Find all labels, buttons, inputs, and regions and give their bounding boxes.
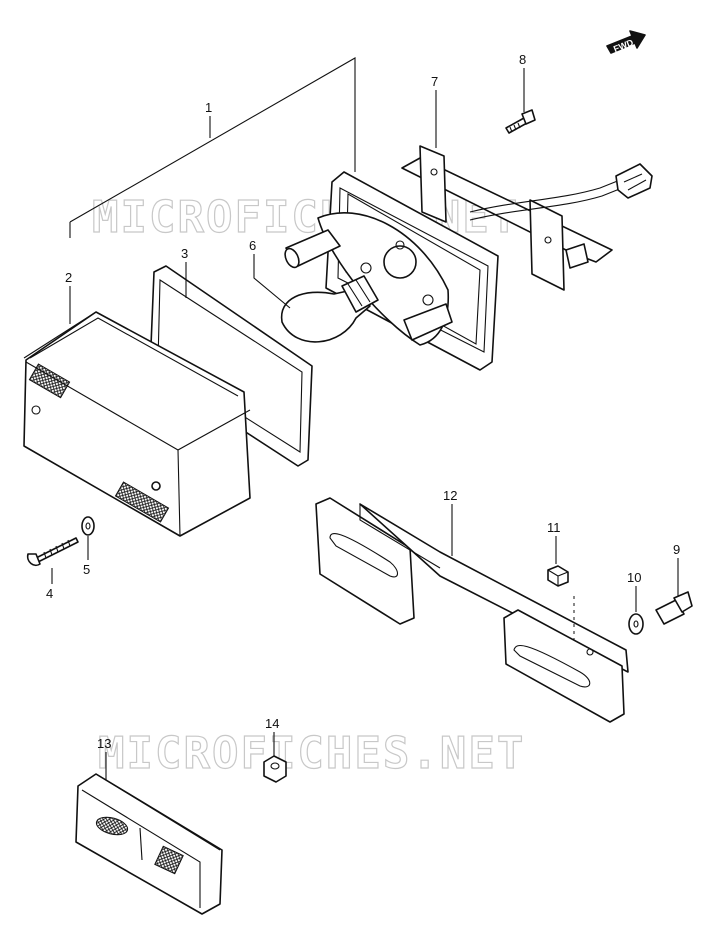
callout-11: 11 — [547, 520, 561, 535]
bolt-9-icon — [655, 591, 693, 625]
license-bracket-12 — [315, 497, 629, 723]
bulb-icon — [280, 275, 379, 343]
lamp-base-housing — [317, 171, 499, 371]
nut-11-icon — [547, 565, 569, 587]
watermark-bottom: MICROFICHES.NET — [98, 728, 525, 779]
tail-lens-2 — [23, 311, 251, 537]
callout-1: 1 — [205, 100, 212, 115]
bulb-socket-bottom — [403, 303, 453, 341]
callout-10: 10 — [627, 570, 641, 585]
wiring-connector — [469, 163, 653, 221]
washer-10-icon — [628, 613, 644, 635]
callout-5: 5 — [83, 562, 90, 577]
callout-2: 2 — [65, 270, 72, 285]
callout-6: 6 — [249, 238, 256, 253]
callout-12: 12 — [443, 488, 457, 503]
screw-4-icon — [26, 537, 79, 567]
washer-5-icon — [81, 516, 95, 536]
callout-3: 3 — [181, 246, 188, 261]
mount-bracket-7 — [401, 145, 613, 291]
callout-13: 13 — [97, 736, 111, 751]
screw-8-icon — [505, 109, 536, 134]
leader-1 — [69, 57, 356, 223]
callout-9: 9 — [673, 542, 680, 557]
nut-14-icon — [263, 755, 287, 783]
callout-7: 7 — [431, 74, 438, 89]
callout-8: 8 — [519, 52, 526, 67]
callout-4: 4 — [46, 586, 53, 601]
fwd-label: FWD — [612, 37, 635, 54]
leader-6 — [253, 254, 291, 309]
bulb-socket-top — [284, 229, 341, 269]
callout-14: 14 — [265, 716, 279, 731]
reflector-13 — [75, 773, 223, 915]
fwd-arrow-icon: FWD — [606, 30, 646, 54]
